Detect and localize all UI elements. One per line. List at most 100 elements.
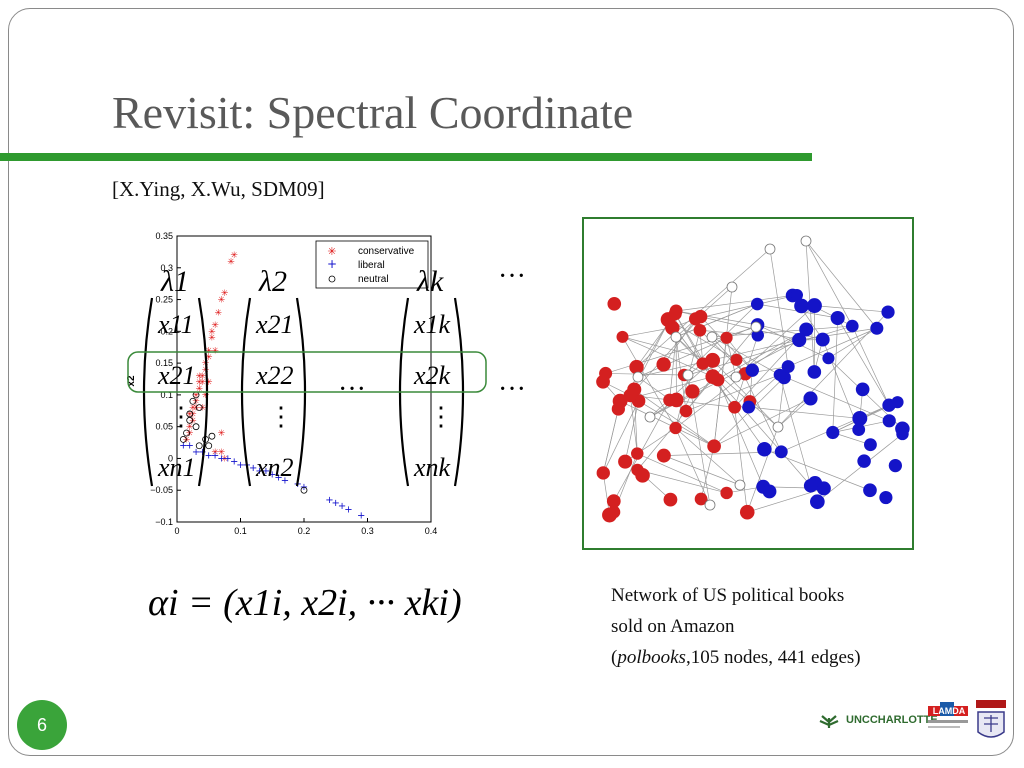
liberal-point: + xyxy=(198,447,206,458)
x-tick-label: 0 xyxy=(174,526,179,536)
page-number: 6 xyxy=(17,700,67,750)
lambda-2: λ2 xyxy=(258,265,287,298)
network-node xyxy=(707,439,721,454)
network-node xyxy=(870,321,884,335)
m-col1-rn: xn1 xyxy=(157,453,196,482)
network-node xyxy=(739,504,755,520)
conservative-point: ✳ xyxy=(208,327,216,337)
network-edge xyxy=(788,327,877,367)
network-node xyxy=(635,468,650,483)
network-node xyxy=(726,281,738,293)
network-node xyxy=(803,478,818,493)
network-edge xyxy=(805,240,878,329)
caption-line-3: (polbooks,105 nodes, 441 edges) xyxy=(611,647,861,668)
network-node xyxy=(629,359,644,375)
conservative-point: ✳ xyxy=(192,391,200,401)
network-edge xyxy=(685,374,780,412)
network-edge xyxy=(675,427,711,506)
conservative-point: ✳ xyxy=(199,378,207,388)
network-edge xyxy=(711,336,746,374)
network-edge xyxy=(634,389,715,447)
network-edge xyxy=(630,395,638,454)
liberal-point: + xyxy=(205,450,213,461)
unc-charlotte-logo: UNCCHARLOTTE xyxy=(816,710,938,730)
title-underline xyxy=(0,153,812,161)
network-edge xyxy=(814,305,889,313)
m-col1-r1: x11 xyxy=(157,310,194,339)
network-node xyxy=(607,505,621,519)
x-tick-label: 0.2 xyxy=(298,526,311,536)
m-col1-vdots: ⋮ xyxy=(168,402,194,431)
network-edge xyxy=(669,336,677,401)
m-col2-rn: xn2 xyxy=(255,453,294,482)
network-node xyxy=(631,447,644,460)
network-edge xyxy=(779,374,890,422)
network-node xyxy=(734,479,746,491)
conservative-point: ✳ xyxy=(195,378,203,388)
conservative-point: ✳ xyxy=(221,289,229,299)
network-edge xyxy=(832,317,839,433)
network-edge xyxy=(712,360,779,428)
liberal-point: + xyxy=(217,453,225,464)
network-node xyxy=(688,312,703,326)
network-edge xyxy=(663,455,741,486)
liberal-point: + xyxy=(192,447,200,458)
network-edge xyxy=(711,325,853,338)
conservative-point: ✳ xyxy=(211,321,219,331)
network-edge xyxy=(676,295,793,312)
network-edge xyxy=(712,376,765,450)
x-tick-label: 0.3 xyxy=(361,526,374,536)
network-node xyxy=(606,494,621,509)
network-node xyxy=(745,363,759,377)
liberal-point: + xyxy=(262,466,270,477)
liberal-point: + xyxy=(332,498,340,509)
network-node xyxy=(852,410,868,426)
network-node xyxy=(888,458,902,473)
network-edge xyxy=(777,311,889,428)
y-tick-label: 0.3 xyxy=(160,263,173,273)
network-node xyxy=(800,235,812,247)
network-edge xyxy=(637,469,727,494)
scatter-legend: ✳ conservative + liberal neutral xyxy=(315,240,429,289)
conservative-point: ✳ xyxy=(208,334,216,344)
liberal-point: + xyxy=(255,466,263,477)
liberal-point: + xyxy=(325,495,333,506)
m-col2-r2: x22 xyxy=(255,361,294,390)
network-node xyxy=(879,490,893,505)
network-node xyxy=(668,307,682,321)
network-edge xyxy=(832,432,871,446)
liberal-point: + xyxy=(179,441,187,452)
network-edge xyxy=(675,336,779,428)
network-node xyxy=(762,484,777,499)
network-node xyxy=(863,483,877,498)
network-edge xyxy=(777,377,785,428)
network-node xyxy=(864,438,877,452)
svg-text:LAMDA: LAMDA xyxy=(933,706,966,716)
x-tick-label: 0.1 xyxy=(234,526,247,536)
conservative-point: ✳ xyxy=(218,448,226,458)
network-nodes xyxy=(596,235,910,523)
network-node xyxy=(742,400,756,414)
network-node xyxy=(757,441,772,457)
y-tick-label: 0 xyxy=(168,453,173,463)
network-node xyxy=(730,371,742,383)
network-node xyxy=(794,298,809,314)
network-node xyxy=(663,492,678,507)
network-edge xyxy=(805,240,853,327)
liberal-point: + xyxy=(224,453,232,464)
network-node xyxy=(720,486,733,500)
network-node xyxy=(855,382,870,397)
network-edge xyxy=(637,453,727,494)
conservative-point: ✳ xyxy=(192,397,200,407)
top-ellipsis: ··· xyxy=(498,261,526,292)
network-node xyxy=(773,368,786,381)
m-colk-r2: x2k xyxy=(413,361,451,390)
x-axis-label: x1 xyxy=(297,542,309,543)
citation: [X.Ying, X.Wu, SDM09] xyxy=(112,177,325,201)
neutral-point xyxy=(183,429,190,437)
network-node xyxy=(846,319,859,333)
network-node xyxy=(618,454,633,469)
x-tick-label: 0.4 xyxy=(425,526,438,536)
conservative-point: ✳ xyxy=(183,435,191,445)
network-node xyxy=(644,411,656,423)
